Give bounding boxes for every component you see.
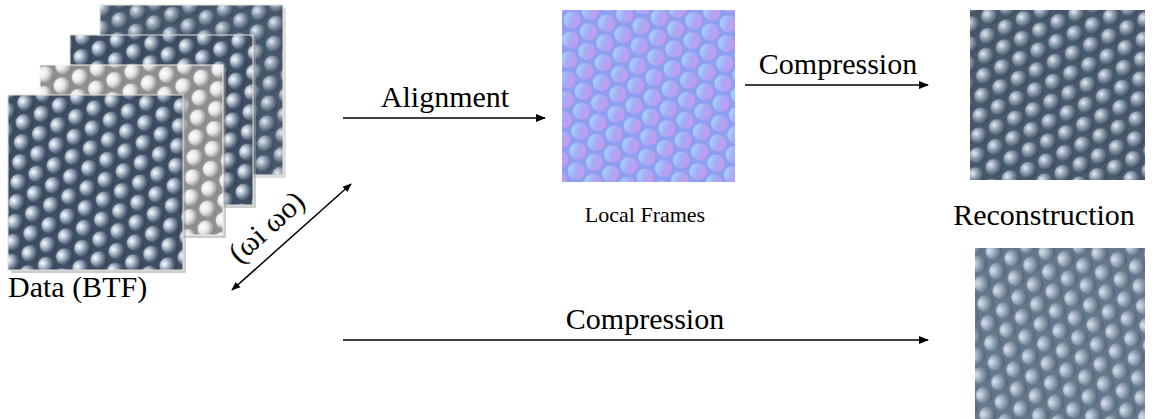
caption: Local Frames	[545, 203, 745, 227]
image-panel: Reconstruction	[928, 3, 1160, 416]
step-label: Alignment	[378, 80, 512, 113]
caption: Data (BTF)	[8, 270, 147, 303]
process-arrow	[745, 84, 928, 86]
process-arrow	[343, 339, 928, 341]
direction-label: (ωi ωo)	[219, 182, 313, 271]
step-label: Compression	[756, 47, 920, 80]
reconstruction-image	[975, 248, 1145, 419]
normal-map-image	[562, 10, 735, 182]
caption: Reconstruction	[928, 198, 1160, 231]
process-arrow	[343, 117, 545, 119]
reconstruction-image	[970, 10, 1145, 180]
image-panel: Data (BTF)	[5, 3, 343, 348]
image-panel: Local Frames	[545, 5, 745, 230]
step-label: Compression	[563, 302, 727, 335]
